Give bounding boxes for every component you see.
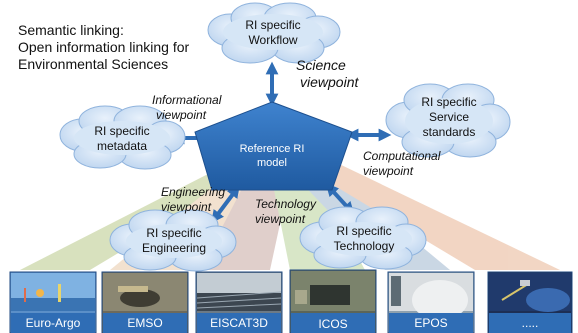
heading-line-1: Semantic linking: [18, 22, 124, 38]
cloud-metadata: RI specific metadata [59, 105, 186, 170]
cloud-engineering-line2: Engineering [142, 241, 206, 255]
viewpoint-engineering-line2: viewpoint [161, 200, 212, 214]
cloud-service-line2: Service [429, 110, 469, 124]
cloud-engineering-line1: RI specific [146, 226, 201, 240]
viewpoint-technology-line1: Technology [255, 197, 317, 211]
ri-tile-more: ..... [487, 271, 573, 333]
reference-model-label-1: Reference RI [240, 143, 305, 155]
viewpoint-informational-line2: viewpoint [156, 108, 207, 122]
cloud-service: RI specific Service standards [385, 83, 511, 158]
ri-label-3: ICOS [318, 317, 347, 331]
ri-label-1: EMSO [127, 316, 162, 330]
arrow-engineering [211, 184, 240, 224]
viewpoint-computational-line2: viewpoint [363, 164, 414, 178]
cloud-metadata-line2: metadata [97, 139, 147, 153]
cloud-engineering: RI specific Engineering [109, 209, 237, 272]
ri-tiles: Euro-Argo EMSO EISCAT3D ICOS [9, 269, 573, 333]
heading-line-2: Open information linking for [18, 39, 190, 55]
ri-tile-emso: EMSO [101, 271, 189, 333]
viewpoint-engineering-line1: Engineering [161, 185, 225, 199]
cloud-workflow-line2: Workflow [248, 33, 297, 47]
reference-model-label-2: model [257, 157, 287, 169]
ri-label-4: EPOS [414, 316, 447, 330]
ri-tile-eiscat3d: EISCAT3D [195, 271, 283, 333]
viewpoint-technology-line2: viewpoint [255, 212, 306, 226]
ri-tile-euro-argo: Euro-Argo [9, 271, 97, 333]
cloud-service-line3: standards [423, 125, 476, 139]
arrow-technology [325, 183, 355, 215]
cloud-workflow-line1: RI specific [245, 18, 300, 32]
ri-tile-icos: ICOS [289, 269, 377, 333]
viewpoint-computational-line1: Computational [363, 149, 441, 163]
heading-line-3: Environmental Sciences [18, 56, 169, 72]
reference-model-pentagon [194, 101, 353, 191]
cloud-technology-line1: RI specific [336, 224, 391, 238]
cloud-workflow: RI specific Workflow [207, 2, 341, 64]
cloud-technology-line2: Technology [334, 239, 395, 253]
diagram-heading: Semantic linking: Open information linki… [18, 22, 189, 73]
ri-label-0: Euro-Argo [26, 316, 81, 330]
viewpoint-science-line1: Science [296, 57, 346, 73]
cloud-service-line1: RI specific [421, 95, 476, 109]
reference-model: Reference RI model [194, 101, 353, 191]
ri-label-2: EISCAT3D [210, 316, 268, 330]
viewpoint-science-line2: viewpoint [300, 74, 359, 90]
beam-more [275, 150, 560, 270]
viewpoint-informational-line1: Informational [152, 93, 222, 107]
cloud-metadata-line1: RI specific [94, 124, 149, 138]
cloud-technology: RI specific Technology [299, 206, 427, 270]
ri-tile-epos: EPOS [387, 271, 475, 333]
ri-label-5: ..... [522, 316, 539, 330]
